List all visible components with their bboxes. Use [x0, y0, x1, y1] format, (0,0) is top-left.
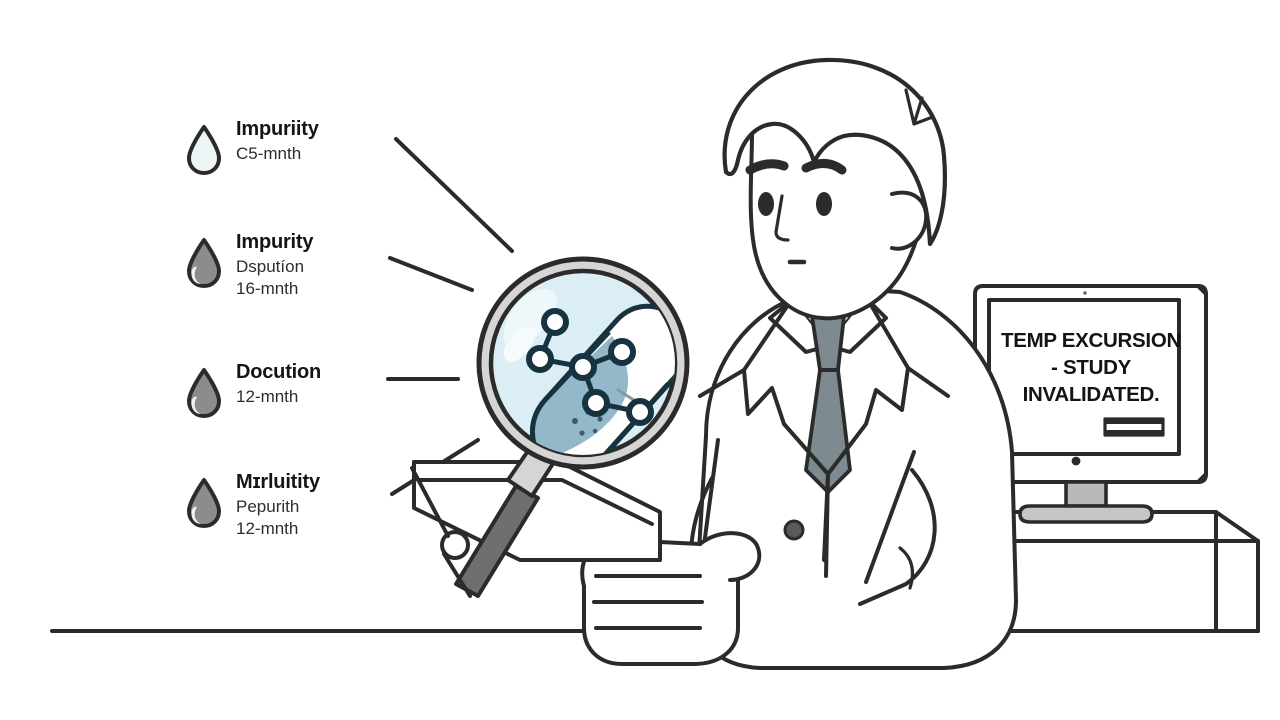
legend-sub-3-line-0: Pepurith — [236, 497, 300, 516]
scientist-figure — [580, 57, 1018, 670]
legend-sub-0-line-0: C5-mnth — [236, 144, 302, 163]
legend-sub-3-line-1: 12-mnth — [236, 518, 299, 538]
legend-item-1[interactable]: Impurity Dsputíon 16-mnth — [186, 225, 313, 300]
legend-text-2: Docution 12-mnth — [236, 355, 321, 408]
magnifying-glass — [476, 256, 690, 498]
monitor-line-0: TEMP EXCURSION — [1001, 329, 1181, 352]
monitor-screen-message: TEMP EXCURSION - STUDY INVALIDATED. — [992, 327, 1190, 408]
desk — [1008, 510, 1260, 633]
legend-text-0: Impuriity C5-mnth — [236, 112, 319, 165]
water-drop-icon — [186, 477, 222, 529]
monitor-line-1: - STUDY — [1051, 356, 1131, 380]
monitor-line-2: INVALIDATED. — [1022, 383, 1160, 407]
legend-title-1: Impurity — [236, 231, 314, 253]
legend-title-0: Impuriity — [236, 118, 319, 140]
water-drop-icon — [186, 124, 222, 176]
molecule-overlay — [526, 308, 654, 426]
legend-text-1: Impurity Dsputíon 16-mnth — [236, 225, 313, 300]
legend-sub-2-line-0: 12-mnth — [236, 387, 299, 406]
computer-monitor — [973, 284, 1208, 524]
legend-title-3: Mɪrluitity — [236, 471, 320, 493]
legend-title-2: Docution — [236, 361, 322, 383]
legend-text-3: Mɪrluitity Pepurith 12-mnth — [236, 465, 320, 540]
water-drop-icon — [186, 367, 222, 419]
legend-sub-1-line-0: Dsputíon — [236, 257, 305, 276]
legend-sub-1-line-1: 16-mnth — [236, 278, 299, 298]
legend-item-3[interactable]: Mɪrluitity Pepurith 12-mnth — [186, 465, 320, 540]
water-drop-icon — [186, 237, 222, 289]
hand — [580, 531, 762, 666]
legend-item-2[interactable]: Docution 12-mnth — [186, 355, 321, 419]
legend-item-0[interactable]: Impuriity C5-mnth — [186, 112, 319, 176]
